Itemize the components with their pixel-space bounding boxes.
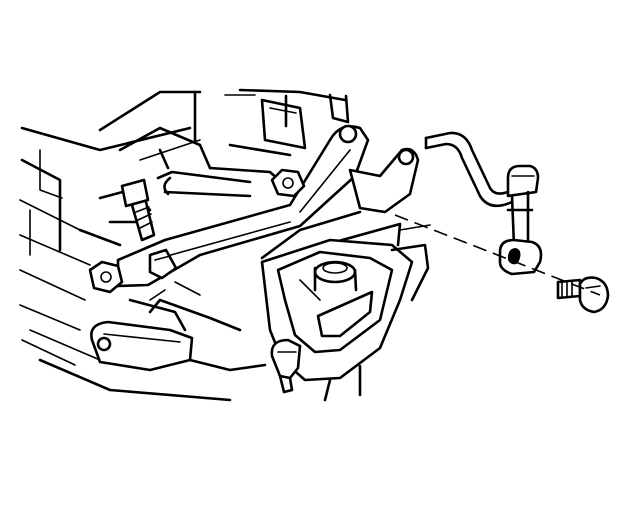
vertical-bolt: [120, 178, 178, 280]
frame-rail: [19, 126, 232, 402]
nut-left: [88, 260, 124, 294]
link-bushing-top: [506, 164, 540, 198]
link-bushing-bottom: [498, 238, 543, 276]
lower-arm: [90, 281, 267, 372]
stabilizer-bar: [424, 131, 522, 208]
bottom-clip: [270, 338, 302, 394]
nut-upper: [270, 168, 306, 198]
crossmember-brace: [116, 124, 420, 288]
exhaust-tube: [78, 170, 252, 247]
engine-block: [98, 88, 350, 192]
link-bolt: [556, 276, 610, 314]
link-rod: [506, 190, 534, 250]
assembly-centerline: [394, 214, 601, 296]
